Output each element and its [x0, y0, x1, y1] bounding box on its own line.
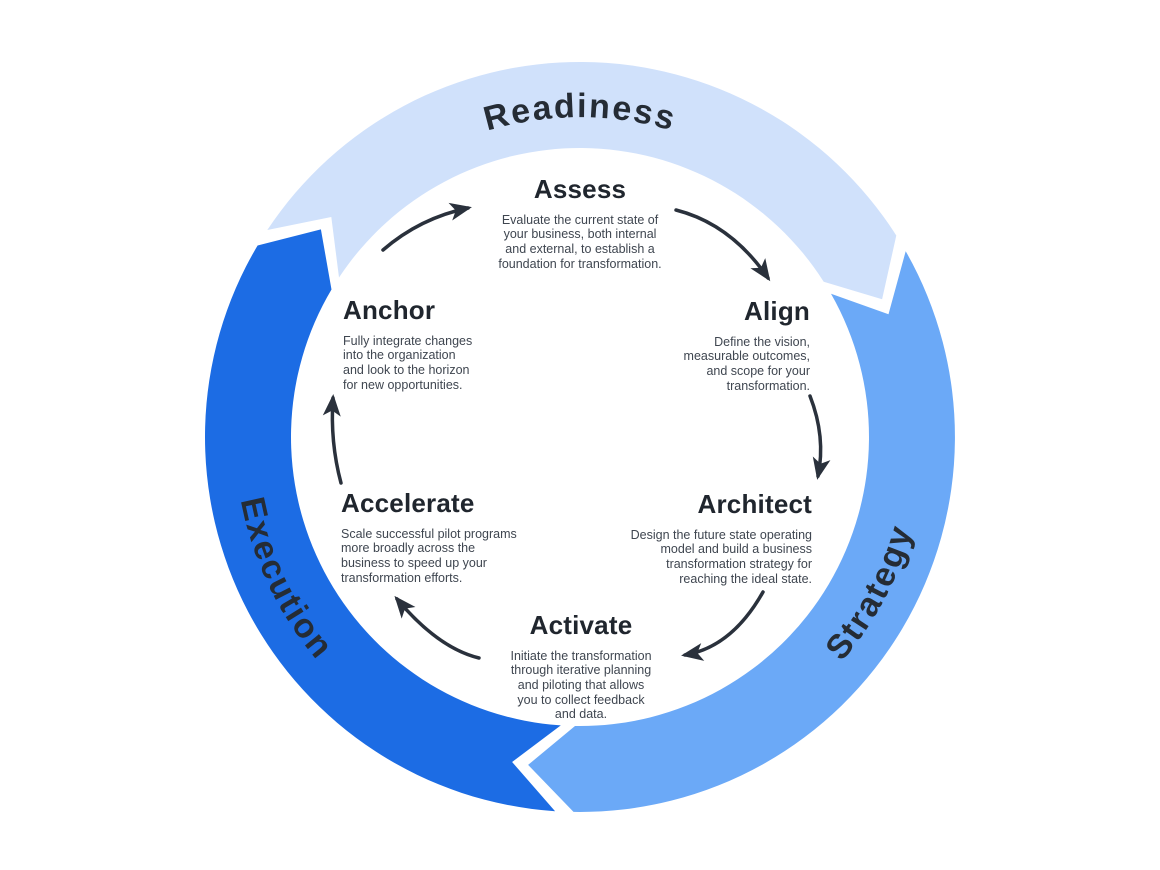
description-line: into the organization	[343, 348, 456, 363]
description-line: for new opportunities.	[343, 377, 463, 392]
step-activate-description: Initiate the transformation through iter…	[411, 649, 751, 722]
description-line: measurable outcomes,	[683, 349, 810, 364]
description-line: reaching the ideal state.	[679, 571, 812, 586]
step-assess-title: Assess	[533, 174, 627, 204]
arc-segment-strategy	[528, 251, 955, 812]
description-line: transformation.	[726, 378, 810, 393]
arrow-anchor-to-assess	[381, 202, 472, 252]
description-line: model and build a business	[660, 542, 813, 557]
step-assess-description: Evaluate the current state of your busin…	[410, 213, 750, 271]
step-architect-title: Architect	[697, 489, 812, 519]
description-line: Scale successful pilot programs	[341, 526, 517, 541]
step-accelerate-description: Scale successful pilot programs more bro…	[341, 527, 641, 585]
description-line: you to collect feedback	[517, 692, 645, 707]
description-line: through iterative planning	[510, 663, 652, 678]
description-line: Define the vision,	[714, 334, 810, 349]
step-architect: Architect Design the future state operat…	[512, 489, 812, 586]
step-align: Align Define the vision, measurable outc…	[510, 296, 810, 393]
step-architect-description: Design the future state operating model …	[512, 528, 812, 586]
arrow-align-to-architect	[808, 394, 831, 480]
step-accelerate-title: Accelerate	[341, 488, 475, 518]
description-line: Initiate the transformation	[510, 648, 652, 663]
arc-segment-readiness	[267, 61, 897, 300]
step-align-description: Define the vision, measurable outcomes, …	[510, 335, 810, 393]
description-line: transformation efforts.	[341, 570, 463, 585]
description-line: Design the future state operating	[630, 527, 812, 542]
description-line: and piloting that allows	[517, 678, 645, 693]
step-anchor: Anchor Fully integrate changes into the …	[343, 295, 643, 392]
step-assess: Assess Evaluate the current state of you…	[410, 174, 750, 271]
arrow-activate-to-accelerate	[394, 595, 481, 660]
arrow-architect-to-activate	[681, 590, 765, 661]
arrow-accelerate-to-anchor	[322, 394, 343, 485]
step-align-title: Align	[744, 296, 810, 326]
description-line: and look to the horizon	[343, 363, 470, 378]
description-line: foundation for transformation.	[498, 256, 662, 271]
description-line: and data.	[554, 707, 608, 722]
flow-arrows	[322, 202, 831, 661]
step-activate-title: Activate	[529, 610, 633, 640]
description-line: more broadly across the	[341, 541, 476, 556]
description-line: and scope for your	[706, 364, 810, 379]
arrow-assess-to-align	[674, 208, 771, 282]
description-line: Evaluate the current state of	[501, 212, 659, 227]
description-line: business to speed up your	[341, 556, 487, 571]
description-line: your business, both internal	[503, 227, 657, 242]
description-line: and external, to establish a	[505, 242, 655, 257]
step-accelerate: Accelerate Scale successful pilot progra…	[341, 488, 641, 585]
description-line: transformation strategy for	[666, 557, 812, 572]
step-anchor-description: Fully integrate changes into the organiz…	[343, 334, 643, 392]
step-anchor-title: Anchor	[343, 295, 436, 325]
step-activate: Activate Initiate the transformation thr…	[411, 610, 751, 722]
arc-segment-execution	[205, 229, 561, 812]
description-line: Fully integrate changes	[343, 333, 473, 348]
